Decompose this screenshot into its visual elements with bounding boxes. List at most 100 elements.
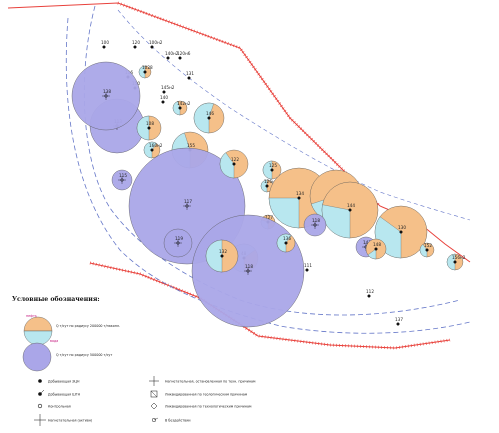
well-119: 119 (163, 228, 193, 258)
well-label: 108 (146, 121, 154, 126)
legend-icons-right: Нагнетательная, остановленная по техн. п… (149, 376, 256, 423)
well-label: 137 (395, 317, 403, 322)
well-label: 138 (103, 89, 111, 94)
legend-icon-label: Добывающая ЭЦН (48, 380, 80, 384)
well-label: 130 (398, 225, 406, 230)
well-label: 119 (175, 236, 183, 241)
well-label: 145н2 (161, 85, 175, 90)
legend-icon-label: Ликвидированная по технологическим причи… (165, 405, 252, 409)
producing-well-icon (425, 248, 429, 252)
well-131: 131 (186, 71, 194, 80)
well-144: 144 (321, 181, 379, 239)
legend-icon-label: Ликвидированная по геологическим причина… (165, 393, 248, 397)
legend-icon-label: Добывающая ШГН (48, 393, 81, 397)
producing-srp-icon-tick (39, 389, 45, 395)
producing-esp-icon (38, 379, 42, 383)
contour-upper (117, 9, 471, 221)
well-138: 138 (71, 61, 141, 131)
well-1028: 1028 (138, 65, 153, 79)
water-sector (136, 115, 150, 141)
well-108: 108 (136, 115, 162, 141)
producing-well-icon (162, 90, 166, 94)
well-160н2: 160н2 (143, 141, 163, 159)
well-100н2: 100н2 (149, 40, 163, 49)
well-label: 152 (424, 243, 432, 248)
well-120н6: 120н6 (177, 51, 191, 60)
water-sector (367, 248, 377, 260)
water-sector (219, 152, 235, 179)
well-126н2: 126н2 (260, 179, 278, 193)
well-label: 146 (206, 111, 214, 116)
legend-oil-water-swatch (23, 316, 53, 346)
water-sector (446, 253, 456, 271)
well-156н2: 156н2 (446, 253, 466, 271)
well-148: 148 (365, 238, 387, 260)
well-label: 112 (366, 289, 374, 294)
well-label: 100 (101, 40, 109, 45)
well-label: 147 (363, 240, 371, 245)
producing-well-icon (220, 254, 224, 258)
well-label: 131 (186, 71, 194, 76)
well-label: 132 (219, 249, 227, 254)
water-sector (172, 101, 181, 116)
inactive-icon-tick (153, 417, 159, 421)
well-label: 134 (296, 191, 304, 196)
well-label: 140н2 (165, 51, 179, 56)
well-label: 120 (132, 40, 140, 45)
well-label: 118 (245, 264, 253, 269)
well-label: 125 (269, 163, 277, 168)
well-125: 125 (262, 160, 282, 180)
well-132: 132 (205, 239, 239, 273)
well-142н2: 142н2 (172, 100, 191, 116)
boundary-lower-hatch (89, 261, 451, 350)
producing-well-icon (305, 268, 309, 272)
well-100: 100 (101, 40, 109, 49)
well-140н2: 140н2 (165, 51, 179, 60)
producing-well-icon (396, 322, 400, 326)
producing-well-icon (166, 56, 170, 60)
producing-well-icon (367, 294, 371, 298)
well-label: 136 (283, 236, 291, 241)
well-label: 148 (373, 242, 381, 247)
water-sector (143, 141, 157, 159)
legend-oil-water-label: Q т/сут по радиусу 200000 т/накопл. (56, 324, 120, 328)
well-122: 122 (219, 149, 249, 179)
producing-well-icon (161, 100, 165, 104)
producing-well-icon (265, 184, 269, 188)
water-sector (260, 179, 268, 193)
control-well-icon (37, 403, 43, 409)
producing-well-icon (150, 45, 154, 49)
well-145н2: 145н2 (161, 85, 175, 94)
producing-well-icon (232, 162, 236, 166)
legend-injection-label: Q т/сут по радиусу 500000 т/сут (56, 353, 112, 357)
producing-well-icon (453, 260, 457, 264)
producing-well-icon (178, 56, 182, 60)
well-115: 115 (111, 169, 133, 191)
producing-well-icon (133, 45, 137, 49)
well-140: 140 (160, 95, 168, 104)
well-label: 140 (160, 95, 168, 100)
inactive-icon (151, 417, 157, 423)
well-label: 160н2 (149, 143, 163, 148)
legend-icon-label: В бездействии (165, 419, 191, 423)
well-152: 152 (419, 242, 435, 258)
producing-well-icon (374, 247, 378, 251)
legend-title: Условные обозначения: (12, 296, 100, 303)
legend-icon-label: Нагнетательная, остановленная по техн. п… (165, 380, 256, 384)
producing-well-icon (270, 168, 274, 172)
well-112: 112 (366, 289, 374, 298)
producing-well-icon (284, 241, 288, 245)
liquidated-icon (150, 390, 158, 398)
legend: Условные обозначения: нефть Q т/сут по р… (12, 296, 256, 426)
producing-well-icon (102, 45, 106, 49)
well-label: 156н2 (452, 255, 466, 260)
water-sector (138, 65, 146, 79)
well-label: 100н2 (149, 40, 163, 45)
producing-well-icon (348, 208, 352, 212)
legend-icons-left: Добывающая ЭЦН Добывающая ШГН Контрольна… (34, 379, 92, 426)
water-sector (321, 204, 351, 239)
water-sector (419, 244, 428, 258)
well-label: 155 (187, 143, 195, 148)
legend-oil-caption: нефть (26, 314, 37, 318)
